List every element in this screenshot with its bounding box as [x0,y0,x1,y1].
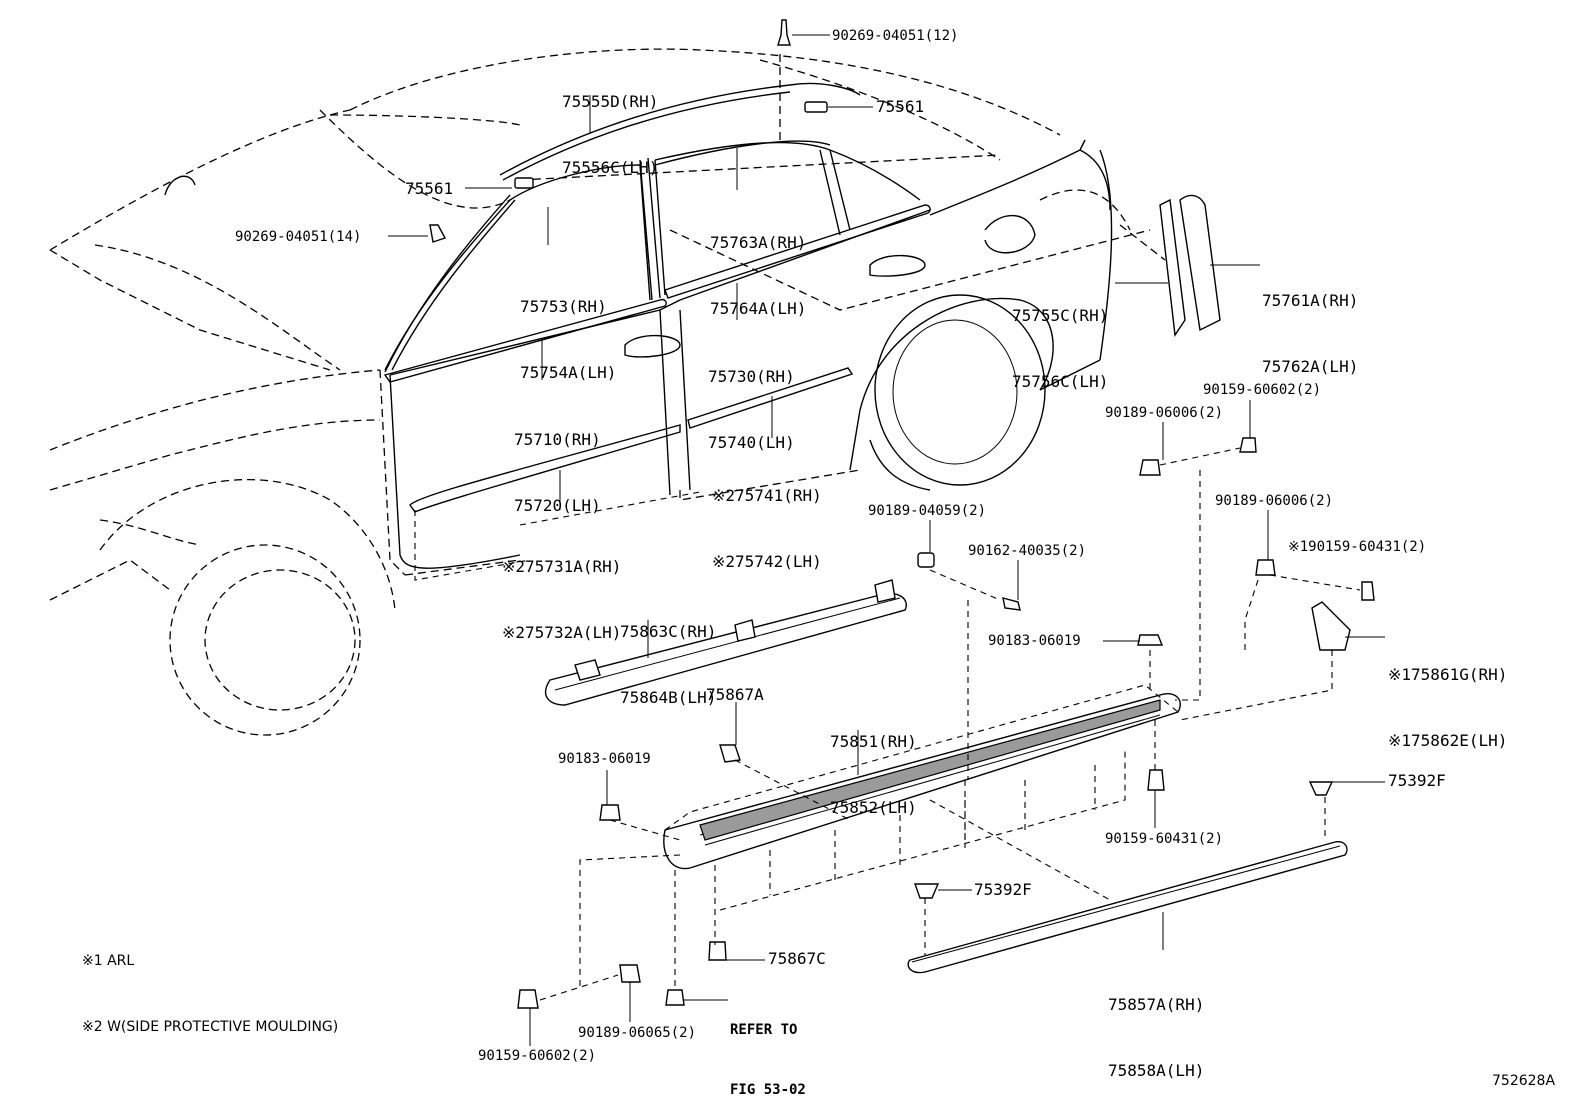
label-75755c: 75755C(RH) [1012,306,1109,325]
label-75731a-75732a: ※275731A(RH) ※275732A(LH) [502,512,621,666]
label-refer-to-fig: REFER TO FIG 53-02 [730,980,806,1099]
label-75720: 75720(LH) [514,496,601,515]
label-75392f-right: 75392F [1388,771,1446,790]
label-75555d-75556c: 75555D(RH) 75556C(LH) [562,47,658,201]
label-75741: ※275741(RH) [712,486,822,505]
label-75858a: 75858A(LH) [1108,1061,1205,1080]
label-75863c-75864b: 75863C(RH) 75864B(LH) [620,577,716,731]
label-75753: 75753(RH) [520,297,607,316]
label-75756c: 75756C(LH) [1012,372,1109,391]
leader-lines [388,34,1385,1046]
label-75561-top: 75561 [876,97,925,116]
label-75730: 75730(RH) [708,367,795,386]
label-90189-04059: 90189-04059(2) [868,503,987,519]
roof-clips [429,19,828,243]
label-75710-75720: 75710(RH) 75720(LH) [514,385,601,539]
label-75851-75852: 75851(RH) 75852(LH) [830,687,917,841]
label-75730-75740: 75730(RH) 75740(LH) [708,322,795,476]
label-75861g: ※175861G(RH) [1388,665,1508,684]
label-75864b: 75864B(LH) [620,688,717,707]
label-75754a: 75754A(LH) [520,363,617,382]
label-75867a: 75867A [706,685,764,704]
label-75867c: 75867C [768,949,826,968]
label-90189-06065: 90189-06065(2) [578,1025,697,1041]
label-90159-60431-bot: 90159-60431(2) [1105,831,1224,847]
label-90269-04051-14: 90269-04051(14) [235,229,362,245]
label-75732a: ※275732A(LH) [502,623,622,642]
label-90183-06019-right: 90183-06019 [988,633,1081,649]
label-75731a: ※275731A(RH) [502,557,622,576]
label-90159-60602-bot: 90159-60602(2) [478,1048,597,1064]
label-75561-left: 75561 [405,179,454,198]
install-lines [414,447,1361,1001]
label-75857a-75858a: 75857A(RH) 75858A(LH) [1108,950,1204,1099]
note-1-arl: ※1 ARL [82,953,135,969]
label-90189-06006-top: 90189-06006(2) [1105,405,1224,421]
label-90183-06019-left: 90183-06019 [558,751,651,767]
label-75861g-75862e: ※175861G(RH) ※175862E(LH) [1388,620,1507,774]
label-75857a: 75857A(RH) [1108,995,1205,1014]
label-90189-06006-mid: 90189-06006(2) [1215,493,1334,509]
label-75764a: 75764A(LH) [710,299,807,318]
label-75863c: 75863C(RH) [620,622,717,641]
label-90269-04051-12: 90269-04051(12) [832,28,959,44]
label-75763a: 75763A(RH) [710,233,807,252]
label-90159-60431-top: ※190159-60431(2) [1288,539,1427,555]
label-75763a-75764a: 75763A(RH) 75764A(LH) [710,188,806,342]
label-75741-75742: ※275741(RH) ※275742(LH) [712,441,822,595]
label-75851: 75851(RH) [830,732,917,751]
label-75862e: ※175862E(LH) [1388,731,1508,750]
label-75753-75754a: 75753(RH) 75754A(LH) [520,252,616,406]
label-75742: ※275742(LH) [712,552,822,571]
mouldings [383,82,1221,513]
rocker-mouldings [545,579,1348,974]
label-75392f-mid: 75392F [974,880,1032,899]
label-75761a: 75761A(RH) [1262,291,1359,310]
label-90162-40035: 90162-40035(2) [968,543,1087,559]
legend-notes: ※1 ARL ※2 W(SIDE PROTECTIVE MOULDING) [82,906,338,1060]
label-75710: 75710(RH) [514,430,601,449]
refer-line-1: REFER TO [730,1022,798,1038]
label-75740: 75740(LH) [708,433,795,452]
label-75761a-75762a: 75761A(RH) 75762A(LH) [1262,246,1358,400]
label-75762a: 75762A(LH) [1262,357,1359,376]
refer-line-2: FIG 53-02 [730,1082,806,1098]
note-2-side-moulding: ※2 W(SIDE PROTECTIVE MOULDING) [82,1019,339,1035]
label-75556c: 75556C(LH) [562,158,659,177]
car-outline [49,48,1166,736]
clips [517,437,1375,1009]
label-75852: 75852(LH) [830,798,917,817]
label-75555d: 75555D(RH) [562,92,659,111]
figure-code: 752628A [1492,1073,1556,1089]
label-90159-60602-top: 90159-60602(2) [1203,382,1322,398]
label-75755c-75756c: 75755C(RH) 75756C(LH) [1012,261,1108,415]
